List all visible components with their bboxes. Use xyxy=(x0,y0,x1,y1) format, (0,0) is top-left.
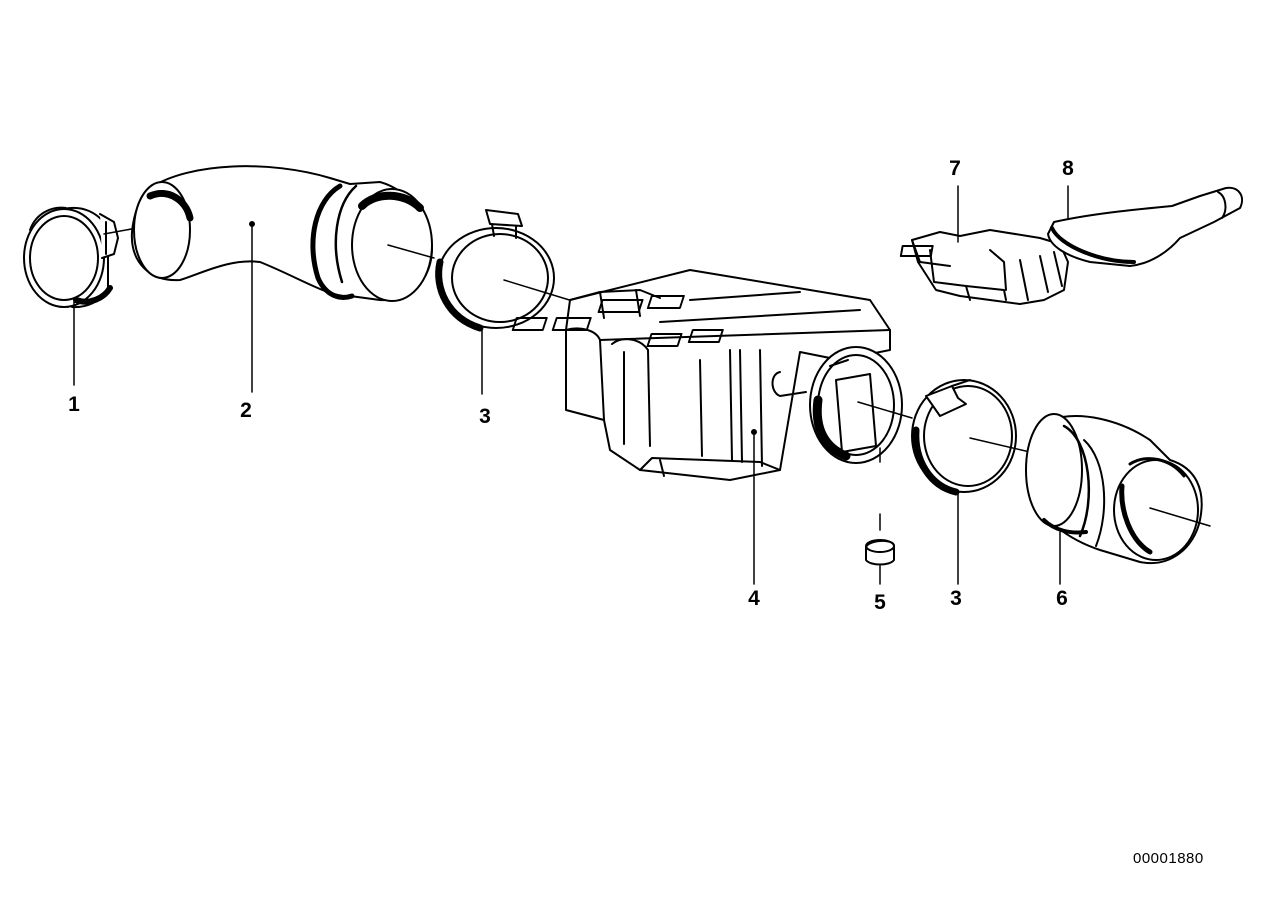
callout-6: 6 xyxy=(1056,587,1068,610)
hose-clamp-3a-icon xyxy=(435,209,577,395)
rubber-boot-icon xyxy=(1025,413,1211,585)
callout-3b: 3 xyxy=(950,587,962,610)
callout-4: 4 xyxy=(748,587,760,610)
hose-clamp-left-icon xyxy=(23,206,149,386)
nut-icon xyxy=(865,513,895,585)
callout-8: 8 xyxy=(1062,157,1074,180)
hose-clamp-3b-icon xyxy=(911,379,1031,585)
air-flow-meter-icon xyxy=(511,269,913,585)
callout-3a: 3 xyxy=(479,405,491,428)
connector-plug-icon xyxy=(899,185,1069,305)
diagram-reference-number: 00001880 xyxy=(1133,850,1204,867)
rubber-cover-icon xyxy=(1047,185,1244,267)
callout-5: 5 xyxy=(874,591,886,614)
callout-7: 7 xyxy=(949,157,961,180)
intake-elbow-hose-icon xyxy=(130,165,435,393)
callout-2: 2 xyxy=(240,399,252,422)
callout-1: 1 xyxy=(68,393,80,416)
